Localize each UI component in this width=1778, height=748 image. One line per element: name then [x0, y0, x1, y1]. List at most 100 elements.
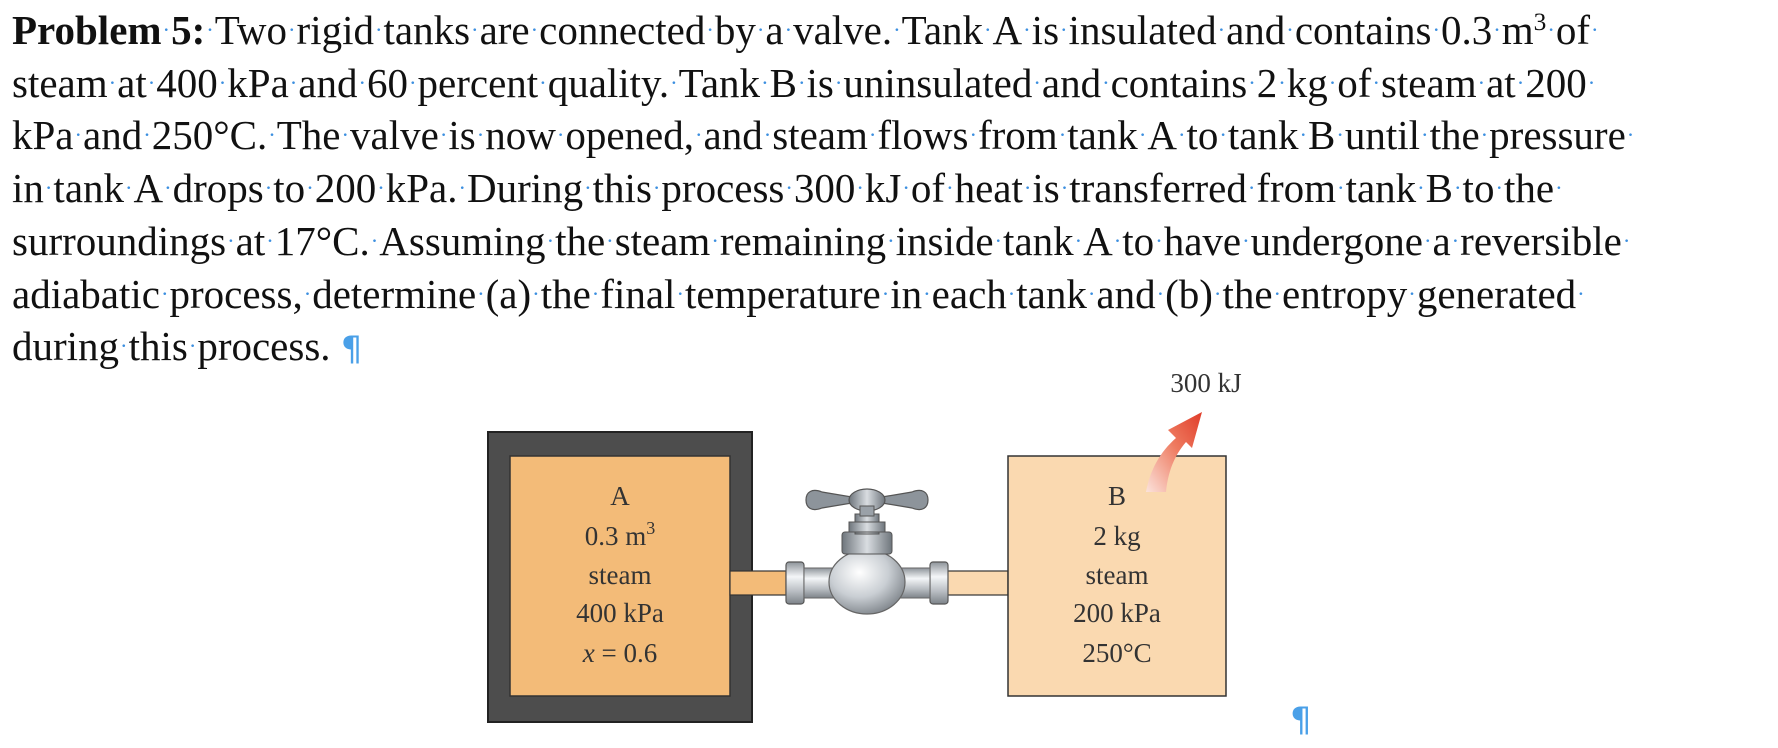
space-mark: · [893, 17, 901, 42]
space-mark: · [288, 17, 296, 42]
space-mark: · [530, 17, 539, 42]
space-mark: · [341, 122, 350, 148]
tank-a: A 0.3 m3 steam 400 kPa x = 0.6 [487, 431, 753, 723]
problem-word: 400 [156, 59, 218, 106]
problem-word: determine [312, 270, 477, 317]
space-mark: · [1060, 175, 1069, 201]
problem-word: each [931, 270, 1007, 317]
problem-word: percent [417, 59, 539, 106]
space-mark: · [887, 227, 895, 253]
space-mark: · [1577, 280, 1585, 306]
space-mark: · [358, 69, 367, 95]
space-mark: · [797, 69, 806, 95]
space-mark: · [1060, 17, 1068, 42]
problem-word: tank [1227, 112, 1299, 159]
problem-line: steam·at·400·kPa·and·60·percent·quality.… [12, 57, 1757, 110]
space-mark: · [1273, 280, 1282, 306]
problem-word: at [117, 59, 147, 106]
problem-word: drops [172, 165, 264, 212]
space-mark: · [969, 122, 977, 148]
space-mark: · [227, 227, 235, 253]
problem-line: kPa·and·250°C.·The·valve·is·now·opened,·… [12, 109, 1757, 162]
space-mark: · [694, 122, 703, 148]
problem-word: 17°C. [274, 218, 370, 265]
space-mark: · [162, 17, 171, 42]
problem-word: B [1307, 112, 1336, 159]
space-mark: · [1155, 227, 1163, 253]
space-mark: · [532, 280, 540, 306]
space-mark: · [1074, 227, 1083, 253]
space-mark: · [306, 175, 314, 201]
problem-word: until [1344, 112, 1421, 159]
problem-word: during [12, 323, 120, 370]
tank-a-quality: x = 0.6 [582, 638, 657, 668]
problem-word: is [448, 112, 476, 159]
problem-word: inside [895, 218, 994, 265]
space-mark: · [108, 69, 117, 95]
space-mark: · [584, 175, 592, 201]
space-mark: · [868, 122, 877, 148]
problem-word: adiabatic [12, 270, 160, 317]
space-mark: · [1138, 122, 1147, 148]
problem-word: 60 [367, 59, 409, 106]
problem-word: of [1555, 7, 1591, 54]
problem-word: surroundings [12, 218, 227, 265]
problem-word: 200 [1525, 59, 1587, 106]
tank-a-volume: 0.3 m3 [585, 518, 656, 551]
space-mark: · [1087, 280, 1096, 306]
space-mark: · [1454, 175, 1462, 201]
space-mark: · [1113, 227, 1122, 253]
problem-word: and [703, 112, 763, 159]
problem-word: kJ [864, 165, 902, 212]
problem-word: at [1486, 59, 1516, 106]
space-mark: · [1023, 175, 1032, 201]
problem-word: process, [169, 270, 303, 317]
space-mark: · [676, 280, 684, 306]
problem-word: the [555, 218, 606, 265]
problem-word: quality. [547, 59, 670, 106]
problem-word: in [12, 165, 44, 212]
space-mark: · [147, 69, 156, 95]
space-mark: · [923, 280, 931, 306]
problem-word: by [714, 7, 756, 54]
tank-a-substance: steam [589, 560, 652, 590]
valve-left-flange [785, 561, 805, 605]
problem-word: the [540, 270, 591, 317]
space-mark: · [1421, 122, 1429, 148]
space-mark: · [458, 175, 466, 201]
problem-word: steam [772, 112, 868, 159]
space-mark: · [1336, 122, 1344, 148]
problem-word: A [133, 165, 164, 212]
problem-word: remaining [719, 218, 887, 265]
problem-word: insulated [1068, 7, 1217, 54]
space-mark: · [1286, 17, 1294, 42]
space-mark: · [784, 17, 793, 42]
space-mark: · [1023, 17, 1031, 42]
tank-b-temperature: 250°C [1082, 638, 1151, 668]
problem-word: transferred [1069, 165, 1247, 212]
space-mark: · [1555, 175, 1563, 201]
problem-word: (a) [485, 270, 532, 317]
tank-a-name: A [610, 481, 630, 511]
problem-label: Problem [12, 7, 162, 54]
problem-statement: Problem·5:·Two·rigid·tanks·are·connected… [12, 4, 1757, 376]
problem-word: a [1432, 218, 1451, 265]
tank-a-pressure: 400 kPa [576, 598, 664, 628]
space-mark: · [881, 280, 890, 306]
space-mark: · [761, 69, 769, 95]
space-mark: · [439, 122, 448, 148]
problem-word: now [485, 112, 556, 159]
problem-word: the [1503, 165, 1555, 212]
problem-word: and [1226, 7, 1286, 54]
problem-word: uninsulated [843, 59, 1033, 106]
space-mark: · [539, 69, 547, 95]
space-mark: · [409, 69, 417, 95]
space-mark: · [303, 280, 312, 306]
space-mark: · [1493, 17, 1501, 42]
problem-word: tank [1345, 165, 1417, 212]
problem-word: tank [1067, 112, 1138, 159]
problem-word: this [592, 165, 652, 212]
problem-word: steam [1380, 59, 1477, 106]
space-mark: · [374, 17, 383, 42]
problem-word: Tank [678, 59, 761, 106]
